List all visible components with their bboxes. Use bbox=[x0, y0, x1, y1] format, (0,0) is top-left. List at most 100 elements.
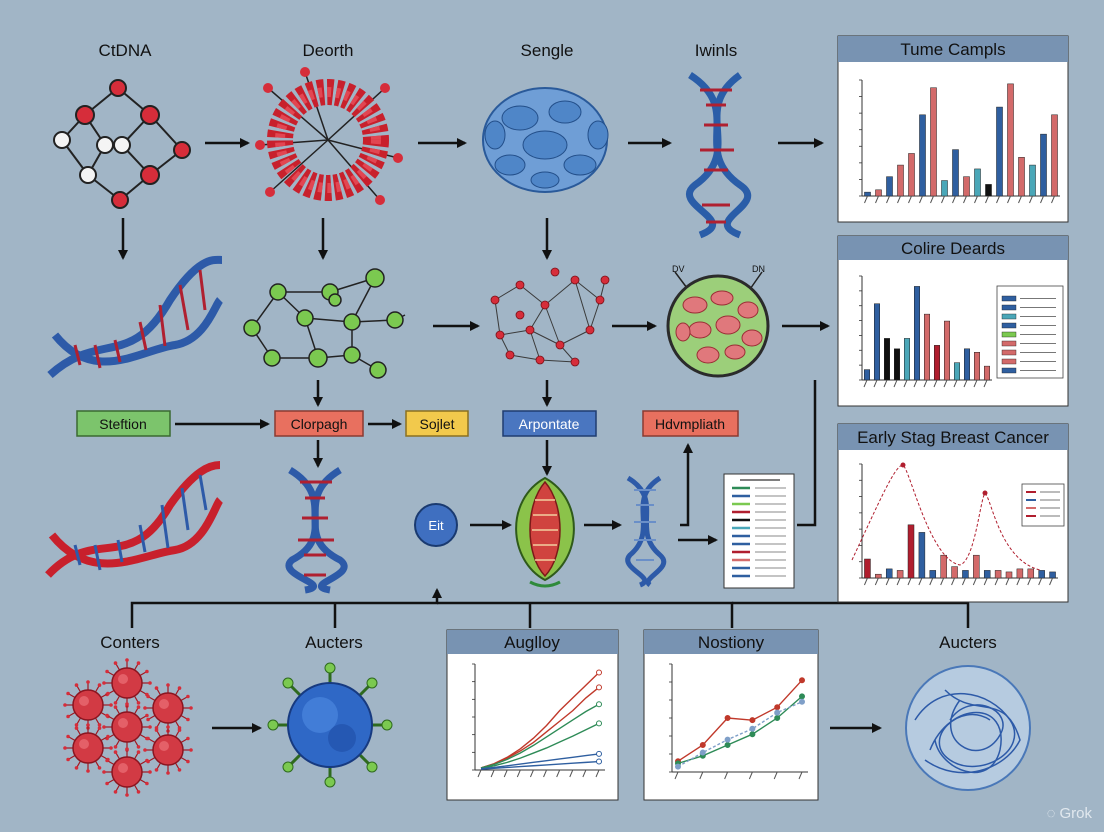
virus-spike-tip bbox=[189, 706, 193, 710]
virus-spike-tip bbox=[145, 669, 149, 674]
chart2-x-tick-label bbox=[896, 577, 901, 586]
row2-arrows bbox=[313, 321, 830, 407]
chart3-series-line bbox=[480, 722, 600, 769]
chart0-x-tick-label bbox=[1051, 195, 1055, 204]
virus-spike-tip bbox=[74, 726, 79, 730]
chart1-bar bbox=[974, 352, 980, 381]
chart1-bar bbox=[894, 348, 900, 381]
flow-box-hdvmpliath-label: Hdvmpliath bbox=[655, 416, 725, 432]
grok-watermark: ◌ Grok bbox=[1047, 805, 1092, 822]
chart0-bar bbox=[974, 168, 981, 197]
virus-spike bbox=[107, 715, 115, 721]
virus-spike bbox=[156, 688, 162, 696]
chart1-bar bbox=[964, 348, 970, 381]
chart2-x-tick-label bbox=[972, 577, 977, 586]
chart1-x-tick-label bbox=[893, 379, 898, 388]
chart0-x-tick-label bbox=[985, 195, 989, 204]
panel-coline: Colire Deards bbox=[837, 235, 1069, 407]
chart1-x-tick-label bbox=[903, 379, 908, 388]
virus-spike bbox=[68, 736, 76, 742]
virus-spike bbox=[115, 784, 121, 792]
virus-spike-tip bbox=[106, 734, 110, 739]
panel-auglloy: Auglloy bbox=[446, 629, 619, 801]
virus-spike bbox=[107, 778, 115, 784]
virus-spike-tip bbox=[125, 658, 129, 662]
panel-tumor: Tume Campls bbox=[837, 35, 1069, 223]
virus-spike-tip bbox=[102, 770, 106, 774]
virus-spike-tip bbox=[136, 705, 141, 709]
panel-coline-title: Colire Deards bbox=[901, 239, 1005, 258]
virus-spike bbox=[139, 733, 147, 739]
chart2-bar bbox=[962, 570, 969, 579]
petri-label-right: DN bbox=[752, 264, 765, 274]
virus-spike bbox=[156, 720, 162, 728]
chart0-bar bbox=[864, 191, 871, 197]
chart0-x-tick-label bbox=[1007, 195, 1011, 204]
petri-label-left: DV bbox=[672, 264, 685, 274]
virus-spike-tip bbox=[143, 706, 147, 710]
chart0-bar bbox=[952, 149, 959, 197]
chart0-x-tick-label bbox=[952, 195, 956, 204]
chart4-x-tick-label bbox=[699, 771, 704, 780]
chart0-x-tick-label bbox=[864, 195, 868, 204]
chart4-series-line bbox=[677, 701, 803, 768]
panel-nostiony: Nostiony bbox=[643, 629, 819, 801]
chart2-x-tick-label bbox=[1049, 577, 1054, 586]
virus-spike bbox=[148, 756, 156, 762]
chart1-bar bbox=[984, 365, 990, 381]
virus-spike bbox=[180, 714, 188, 720]
label-sengle: Sengle bbox=[521, 41, 574, 60]
chart0-x-tick-label bbox=[908, 195, 912, 204]
chart4-point bbox=[699, 749, 706, 756]
chart3-point bbox=[596, 720, 602, 727]
red-network-illustration bbox=[490, 267, 610, 367]
virus-spike bbox=[100, 754, 108, 760]
virus-spike-tip bbox=[74, 723, 79, 727]
chart4-point bbox=[724, 736, 731, 743]
virus-spike-tip bbox=[125, 747, 129, 751]
chart4-series-line bbox=[677, 695, 803, 765]
virus-spike bbox=[156, 730, 162, 738]
chart3-series-line bbox=[480, 753, 600, 770]
chart1-bar bbox=[874, 303, 880, 381]
chart3-x-tick-label bbox=[516, 769, 521, 778]
virus-spike-tip bbox=[63, 703, 67, 707]
virus-spike-tip bbox=[125, 793, 129, 797]
virus-spike bbox=[94, 717, 100, 725]
chart2-bar bbox=[1005, 571, 1013, 579]
virus-spike-tip bbox=[136, 750, 141, 754]
dna-helix-middle-illustration bbox=[285, 467, 348, 594]
chart2-bar bbox=[1016, 568, 1024, 579]
chart0-bar bbox=[1029, 164, 1036, 197]
chart2-x-tick-label bbox=[940, 577, 945, 586]
virus-spike-tip bbox=[97, 766, 102, 770]
virus-body bbox=[111, 711, 143, 743]
virus-spike bbox=[133, 695, 139, 703]
virus-spike-tip bbox=[113, 750, 118, 754]
virus-spike bbox=[133, 739, 139, 747]
chart3-x-tick-label bbox=[582, 769, 587, 778]
flow-box-sojlet-label: Sojlet bbox=[419, 416, 454, 432]
virus-spike bbox=[133, 707, 139, 715]
petri-dish-illustration: DV DN bbox=[666, 264, 770, 378]
flow-box-arpontate: Arpontate bbox=[502, 410, 597, 437]
chart3-series-line bbox=[480, 760, 600, 770]
virus-spike bbox=[107, 671, 115, 677]
virus-spike-tip bbox=[186, 717, 190, 722]
virus-cluster-illustration bbox=[63, 658, 193, 797]
virus-spike-tip bbox=[86, 769, 90, 773]
flow-box-steftion: Steftion bbox=[76, 410, 171, 437]
chart1-bar bbox=[944, 320, 950, 381]
molecule-illustration bbox=[53, 79, 191, 209]
virus-spike-tip bbox=[148, 725, 152, 729]
label-aucters-2: Aucters bbox=[939, 633, 997, 652]
chart2-x-tick-label bbox=[951, 577, 956, 586]
virus-spike-tip bbox=[154, 728, 159, 732]
chart4-x-tick-label bbox=[773, 771, 778, 780]
virus-body bbox=[152, 692, 184, 724]
virus-spike-tip bbox=[86, 723, 90, 727]
virus-spike bbox=[76, 760, 82, 768]
virus-body bbox=[72, 689, 104, 721]
chart2-x-tick-label bbox=[1027, 577, 1032, 586]
virus-spike bbox=[180, 756, 188, 762]
